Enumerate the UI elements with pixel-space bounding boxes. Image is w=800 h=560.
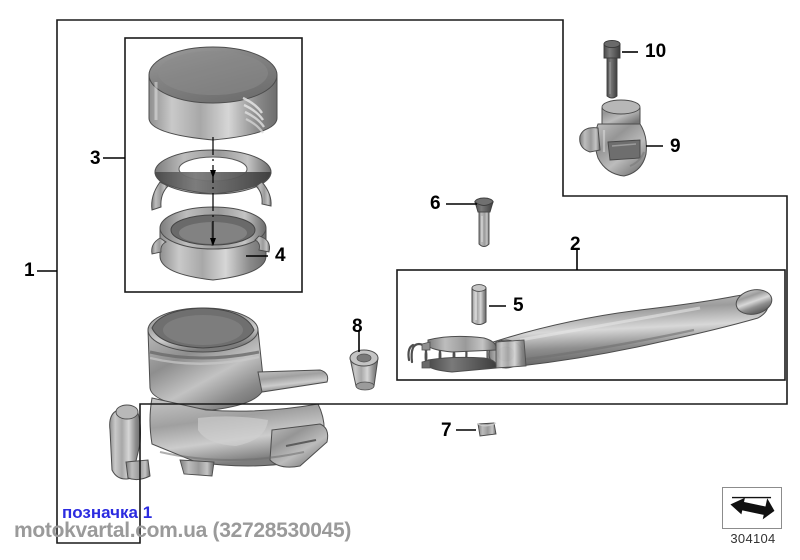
long-screw xyxy=(474,197,494,247)
diagram-id-text: 304104 xyxy=(730,531,776,546)
callout-label-8: 8 xyxy=(352,316,363,337)
master-cylinder-body xyxy=(109,307,329,481)
lever-assembly xyxy=(421,289,773,373)
lever-group-frame xyxy=(396,269,786,381)
bushing-grommet xyxy=(349,349,379,391)
arrow-pointer-icon xyxy=(722,487,782,529)
clamp-bolt xyxy=(603,39,621,99)
small-nut xyxy=(477,422,497,437)
callout-label-6: 6 xyxy=(430,193,441,214)
assembly-centerline xyxy=(210,137,216,246)
diagram-id-badge: 304104 xyxy=(722,487,784,546)
callout-label-2: 2 xyxy=(570,234,581,255)
callout-label-9: 9 xyxy=(670,136,681,157)
reservoir-body xyxy=(151,206,270,281)
callout-label-10: 10 xyxy=(645,41,667,62)
handlebar-clamp xyxy=(579,99,647,177)
watermark-secondary: motokvartal.com.ua (32728530045) xyxy=(14,519,352,542)
reservoir-cap xyxy=(148,46,278,141)
callout-label-5: 5 xyxy=(513,295,524,316)
watermark-primary: позначка 1 xyxy=(62,503,153,522)
callout-label-3: 3 xyxy=(90,148,101,169)
lever-pivot-pin xyxy=(471,284,487,325)
callout-label-4: 4 xyxy=(275,245,286,266)
callout-label-7: 7 xyxy=(441,420,452,441)
outer-assembly-frame xyxy=(56,19,788,544)
reservoir-group-frame xyxy=(124,37,303,293)
callout-label-1: 1 xyxy=(24,260,35,281)
